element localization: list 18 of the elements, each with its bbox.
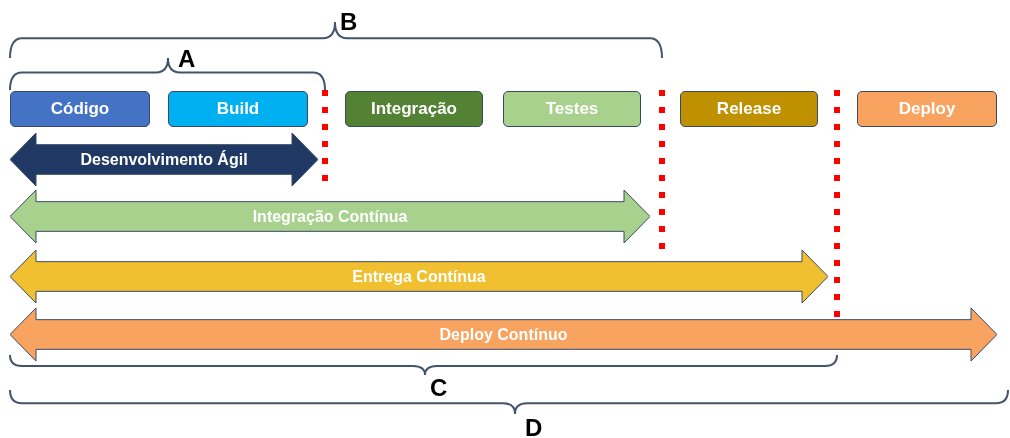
- stage-box: Deploy: [857, 91, 997, 127]
- band-label: Integração Contínua: [251, 207, 409, 226]
- double-arrow-band: [10, 190, 650, 243]
- double-arrow-band: [10, 250, 828, 303]
- stage-box: Testes: [503, 91, 641, 127]
- band-label: Deploy Contínuo: [438, 325, 569, 344]
- double-arrow-band: [10, 308, 997, 361]
- stage-box: Release: [680, 91, 818, 127]
- band-label: Entrega Contínua: [351, 267, 487, 286]
- brace-letter: D: [525, 416, 543, 438]
- band-label: Desenvolvimento Ágil: [79, 150, 249, 169]
- stage-box: Código: [10, 91, 150, 127]
- stage-box: Build: [168, 91, 308, 127]
- double-arrow-band: [10, 133, 318, 186]
- stage-box: Integração: [345, 91, 483, 127]
- brace-letter: A: [178, 47, 196, 71]
- brace-letter: C: [430, 376, 448, 400]
- brace-letter: B: [340, 10, 358, 34]
